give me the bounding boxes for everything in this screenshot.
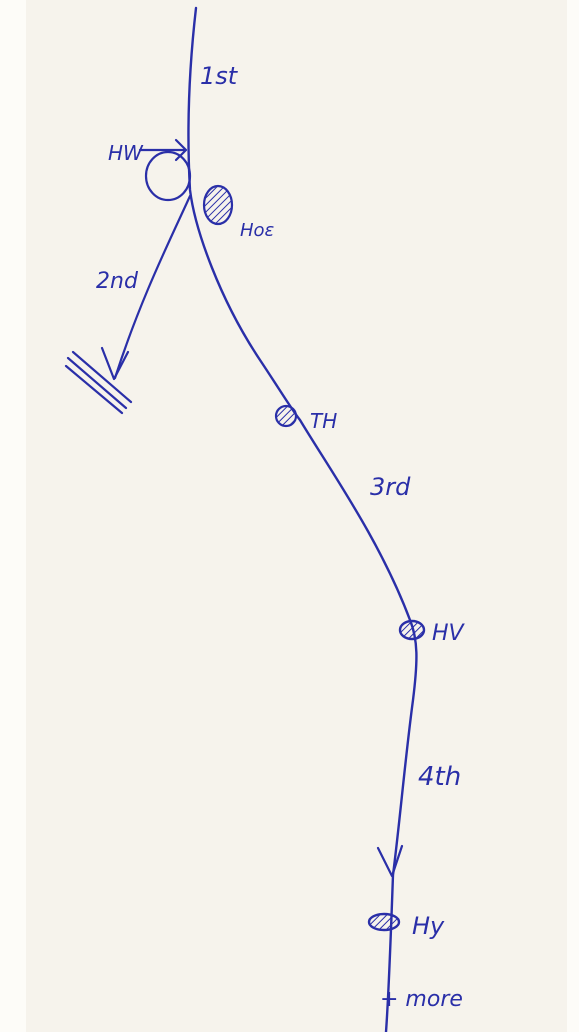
node-label-hoe: Hoε: [240, 220, 275, 241]
label-more: + more: [380, 987, 463, 1012]
label-4th: 4th: [418, 762, 461, 792]
paper-margin-right: [567, 0, 579, 1032]
label-3rd: 3rd: [370, 473, 411, 501]
main-path-line: [187, 6, 418, 1032]
node-label-hv: HV: [432, 621, 466, 646]
node-label-hw: HW: [108, 141, 144, 165]
hw-node-circle: [144, 150, 192, 202]
label-2nd: 2nd: [96, 269, 139, 294]
hv-node: [398, 619, 426, 641]
hoe-node: [202, 184, 234, 226]
main-arrowhead: [376, 844, 404, 878]
hy-node: [367, 912, 401, 932]
node-label-th: TH: [310, 409, 337, 433]
ground-symbol: [64, 350, 133, 415]
paper-margin-left: [0, 0, 26, 1032]
branch-line: [113, 194, 192, 380]
th-node: [274, 404, 298, 428]
node-label-hy: Hy: [412, 912, 445, 940]
hw-arrow: [138, 138, 188, 162]
branch-arrowhead: [100, 346, 130, 381]
label-1st: 1st: [200, 62, 239, 90]
